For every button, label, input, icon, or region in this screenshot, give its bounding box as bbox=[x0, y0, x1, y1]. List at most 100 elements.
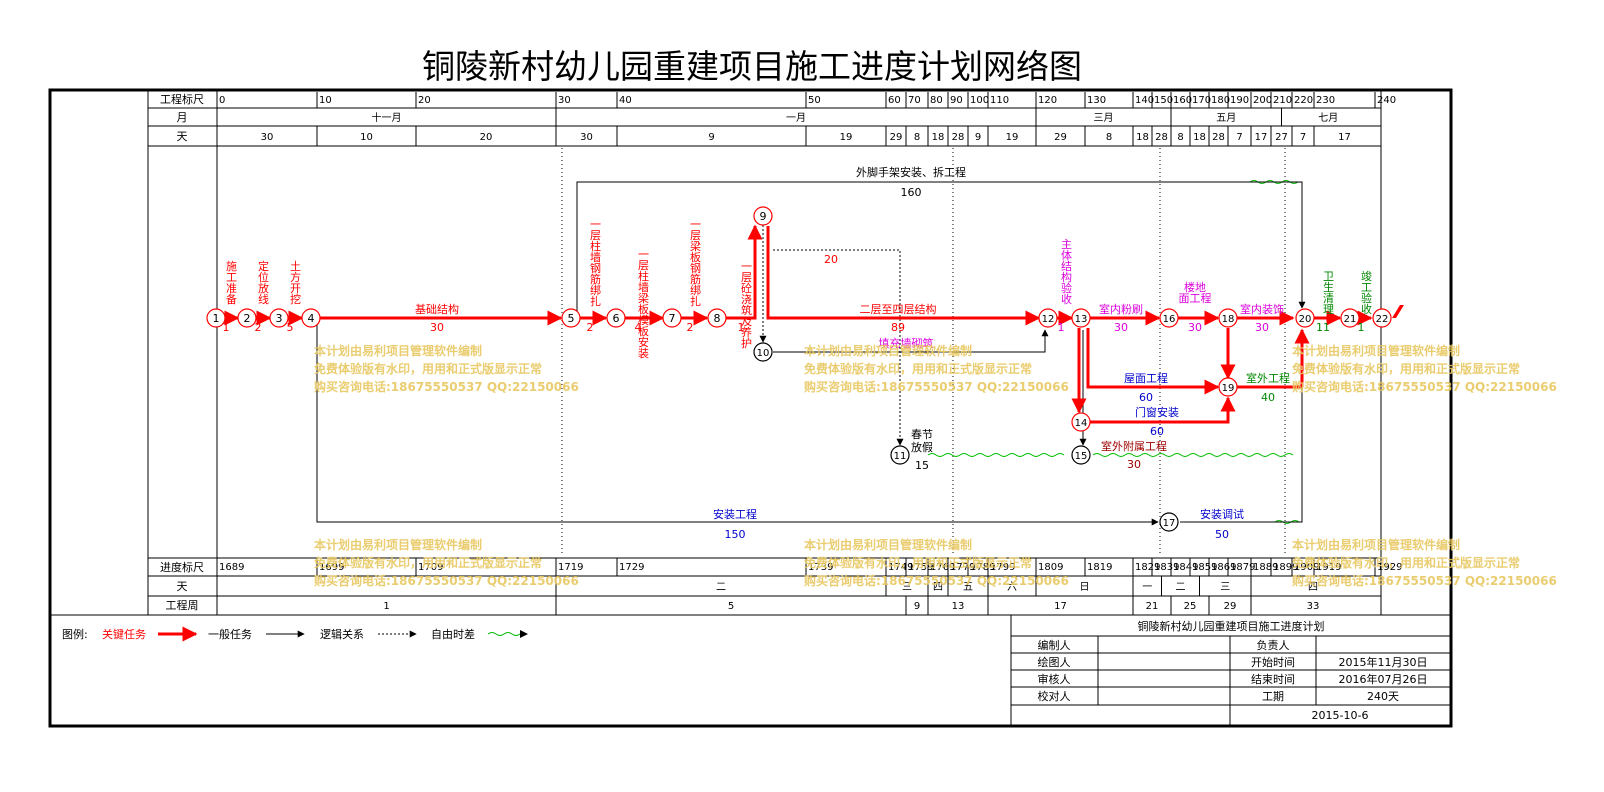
info-editor: 编制人 bbox=[1038, 638, 1071, 652]
progress-label: 1929 bbox=[1377, 562, 1402, 573]
dur-1: 1 bbox=[223, 321, 230, 334]
scale-label: 80 bbox=[930, 95, 943, 106]
node-circle bbox=[1218, 308, 1238, 328]
day-cell: 7 bbox=[1236, 132, 1242, 143]
node-circle bbox=[1218, 377, 1238, 397]
day-cell: 9 bbox=[708, 132, 714, 143]
scale-label: 110 bbox=[990, 95, 1009, 106]
day-cell: 8 bbox=[1177, 132, 1183, 143]
node-21: 21 bbox=[1340, 308, 1360, 328]
row-label-progress: 进度标尺 bbox=[160, 560, 204, 574]
node-number: 6 bbox=[613, 312, 620, 325]
node-number: 4 bbox=[308, 312, 315, 325]
legend-general-label: 一般任务 bbox=[208, 628, 252, 641]
node-number: 19 bbox=[1222, 383, 1235, 394]
node-number: 5 bbox=[568, 312, 575, 325]
info-period-label: 工期 bbox=[1262, 690, 1284, 703]
node-circle bbox=[1038, 308, 1058, 328]
node-circle bbox=[237, 308, 257, 328]
task-label-t24: 室外附属工程 bbox=[1101, 439, 1167, 453]
progress-label: 1689 bbox=[219, 562, 244, 573]
day-cell: 28 bbox=[1155, 132, 1168, 143]
progress-label: 1719 bbox=[558, 562, 583, 573]
node-17: 17 bbox=[1159, 512, 1179, 532]
info-reviewer: 审核人 bbox=[1038, 672, 1071, 686]
progress-label: 1789 bbox=[970, 562, 995, 573]
node-16: 16 bbox=[1159, 308, 1179, 328]
watermark-text: 购买咨询电话:18675550537 QQ:22150066 bbox=[804, 379, 1069, 394]
page-title: 铜陵新村幼儿园重建项目施工进度计划网络图 bbox=[422, 47, 1082, 86]
timescale-grid bbox=[50, 90, 1451, 616]
node-19: 19 bbox=[1218, 377, 1238, 397]
dur-22: 150 bbox=[725, 528, 746, 541]
week-cell: 33 bbox=[1307, 601, 1320, 612]
progress-label: 1919 bbox=[1316, 562, 1341, 573]
task-label-t20: 竣工验收 bbox=[1361, 269, 1372, 316]
node-13: 13 bbox=[1071, 308, 1091, 328]
node-circle bbox=[1071, 412, 1091, 432]
task-label-t19: 卫生清理 bbox=[1323, 270, 1334, 316]
week-cell: 25 bbox=[1184, 601, 1197, 612]
dur-14: 30 bbox=[1188, 321, 1202, 334]
node-circle bbox=[890, 445, 910, 465]
dur-19: 11 bbox=[1316, 321, 1330, 334]
month-cell: 三月 bbox=[1094, 112, 1114, 124]
task-label-t14: 楼地面工程 bbox=[1179, 280, 1212, 305]
node-8: 8 bbox=[707, 308, 727, 328]
day-cell: 19 bbox=[840, 132, 853, 143]
node-number: 10 bbox=[757, 348, 770, 359]
task-label-t13: 室内粉刷 bbox=[1099, 302, 1143, 316]
node-number: 21 bbox=[1344, 314, 1357, 325]
scale-label: 50 bbox=[808, 95, 821, 106]
scale-label: 190 bbox=[1230, 95, 1249, 106]
scale-label: 150 bbox=[1154, 95, 1173, 106]
day-cell: 17 bbox=[1255, 132, 1268, 143]
durations: 1 2 5 30 2 4 2 1 89 20 15 1 30 30 30 60 … bbox=[223, 186, 1365, 541]
scale-label: 160 bbox=[1173, 95, 1192, 106]
task-label-t4: 基础结构 bbox=[415, 302, 459, 316]
progress-label: 1759 bbox=[908, 562, 933, 573]
weekday-cell: 日 bbox=[1080, 582, 1090, 593]
node-4: 4 bbox=[301, 308, 321, 328]
info-end-label: 结束时间 bbox=[1251, 673, 1295, 686]
dur-18: 40 bbox=[1261, 391, 1275, 404]
task-label-t7: 一层梁板钢筋绑扎 bbox=[690, 218, 701, 308]
scale-label: 20 bbox=[418, 95, 431, 106]
dur-15: 30 bbox=[1255, 321, 1269, 334]
node-22: 22 bbox=[1372, 308, 1392, 328]
day-cell: 8 bbox=[1106, 132, 1112, 143]
progress-label: 1739 bbox=[808, 562, 833, 573]
dur-21: 160 bbox=[901, 186, 922, 199]
watermark-text: 免费体验版有水印，用用和正式版显示正常 bbox=[1292, 361, 1520, 376]
week-cell: 29 bbox=[1224, 601, 1237, 612]
progress-label: 1839 bbox=[1154, 562, 1179, 573]
outer-frame bbox=[48, 88, 1453, 728]
node-15: 15 bbox=[1071, 445, 1091, 465]
legend-logic-label: 逻辑关系 bbox=[320, 627, 364, 641]
week-cell: 9 bbox=[914, 601, 920, 612]
dur-24: 30 bbox=[1127, 458, 1141, 471]
info-period: 240天 bbox=[1367, 690, 1399, 703]
day-cell: 18 bbox=[1136, 132, 1149, 143]
progress-label: 1709 bbox=[418, 562, 443, 573]
node-number: 12 bbox=[1042, 314, 1055, 325]
task-label-t21: 外脚手架安装、拆工程 bbox=[856, 165, 966, 179]
progress-label: 1899 bbox=[1273, 562, 1298, 573]
node-circle bbox=[561, 308, 581, 328]
dur-9: 89 bbox=[891, 321, 905, 334]
watermark-text: 本计划由易利项目管理软件编制 bbox=[314, 537, 482, 552]
node-number: 16 bbox=[1163, 314, 1176, 325]
dur-12: 1 bbox=[1058, 321, 1065, 334]
day-cell: 19 bbox=[1006, 132, 1019, 143]
day-cell: 28 bbox=[1212, 132, 1225, 143]
row-label-day2: 天 bbox=[177, 580, 188, 593]
day-cell: 27 bbox=[1275, 132, 1288, 143]
dur-20: 1 bbox=[1358, 321, 1365, 334]
end-flag bbox=[1392, 305, 1404, 318]
info-table bbox=[1010, 615, 1451, 726]
node-circle bbox=[1159, 308, 1179, 328]
task-label-t2: 定位放线 bbox=[258, 259, 269, 306]
task-label-t1: 施工准备 bbox=[226, 260, 237, 306]
